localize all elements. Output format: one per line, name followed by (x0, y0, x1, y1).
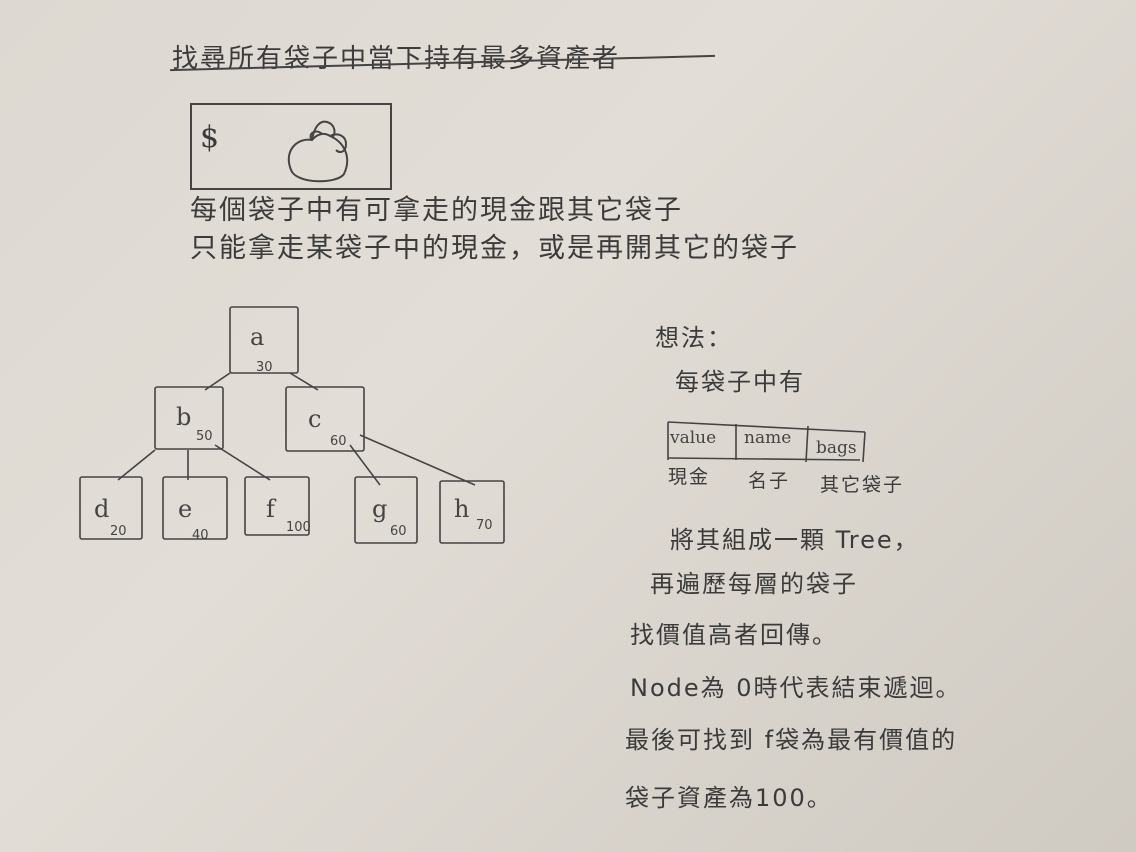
node-e-value: 40 (192, 528, 209, 543)
field-bags: bags (816, 438, 857, 458)
note-line-1: 將其組成一顆 Tree， (670, 526, 920, 554)
node-e-name: e (178, 495, 192, 523)
illustration-frame (190, 103, 392, 190)
node-g-value: 60 (390, 524, 407, 539)
field-value: value (670, 428, 717, 448)
node-box-g (354, 476, 418, 544)
page-title: 找尋所有袋子中當下持有最多資產者 (172, 44, 621, 74)
field-note-bags: 其它袋子 (820, 474, 905, 496)
node-a-name: a (250, 323, 264, 351)
field-note-value: 現金 (668, 466, 711, 488)
edge-b-f (214, 444, 271, 481)
node-f-value: 100 (286, 520, 311, 535)
node-box-c (285, 386, 365, 452)
node-box-d (79, 476, 143, 540)
node-g-name: g (372, 495, 387, 523)
node-h-name: h (454, 495, 469, 523)
node-h-value: 70 (476, 518, 493, 533)
node-b-value: 50 (196, 429, 213, 444)
description-line-1: 每個袋子中有可拿走的現金跟其它袋子 (190, 195, 683, 226)
node-box-e (162, 476, 228, 540)
struct-table (667, 421, 866, 463)
note-line-4: Node為 0時代表結束遞迴。 (630, 674, 962, 702)
note-line-6: 袋子資產為100。 (625, 784, 833, 812)
field-name: name (744, 428, 792, 448)
note-line-2: 再遍歷每層的袋子 (650, 570, 858, 598)
node-c-name: c (308, 405, 321, 433)
node-box-h (439, 480, 505, 544)
node-d-name: d (94, 495, 109, 523)
dollar-icon: $ (200, 120, 220, 155)
node-c-value: 60 (330, 434, 347, 449)
node-box-b (154, 386, 224, 450)
node-f-name: f (266, 495, 277, 523)
field-note-name: 名子 (748, 470, 791, 492)
node-d-value: 20 (110, 524, 127, 539)
idea-heading: 想法： (655, 324, 733, 352)
each-bag-text: 每袋子中有 (675, 368, 805, 396)
node-box-a (229, 306, 299, 374)
note-line-3: 找價值高者回傳。 (630, 621, 838, 649)
description-line-2: 只能拿走某袋子中的現金，或是再開其它的袋子 (190, 233, 799, 264)
node-b-name: b (176, 403, 191, 431)
node-box-f (244, 476, 310, 536)
note-line-5: 最後可找到 f袋為最有價值的 (625, 726, 958, 754)
bag-tree-diagram: a 30 b 50 c 60 d 20 e 40 f 100 g 60 h 70 (79, 306, 505, 544)
edge-b-d (117, 449, 156, 481)
money-bag-icon (287, 120, 349, 183)
edge-c-h (359, 434, 476, 486)
node-a-value: 30 (256, 360, 273, 375)
